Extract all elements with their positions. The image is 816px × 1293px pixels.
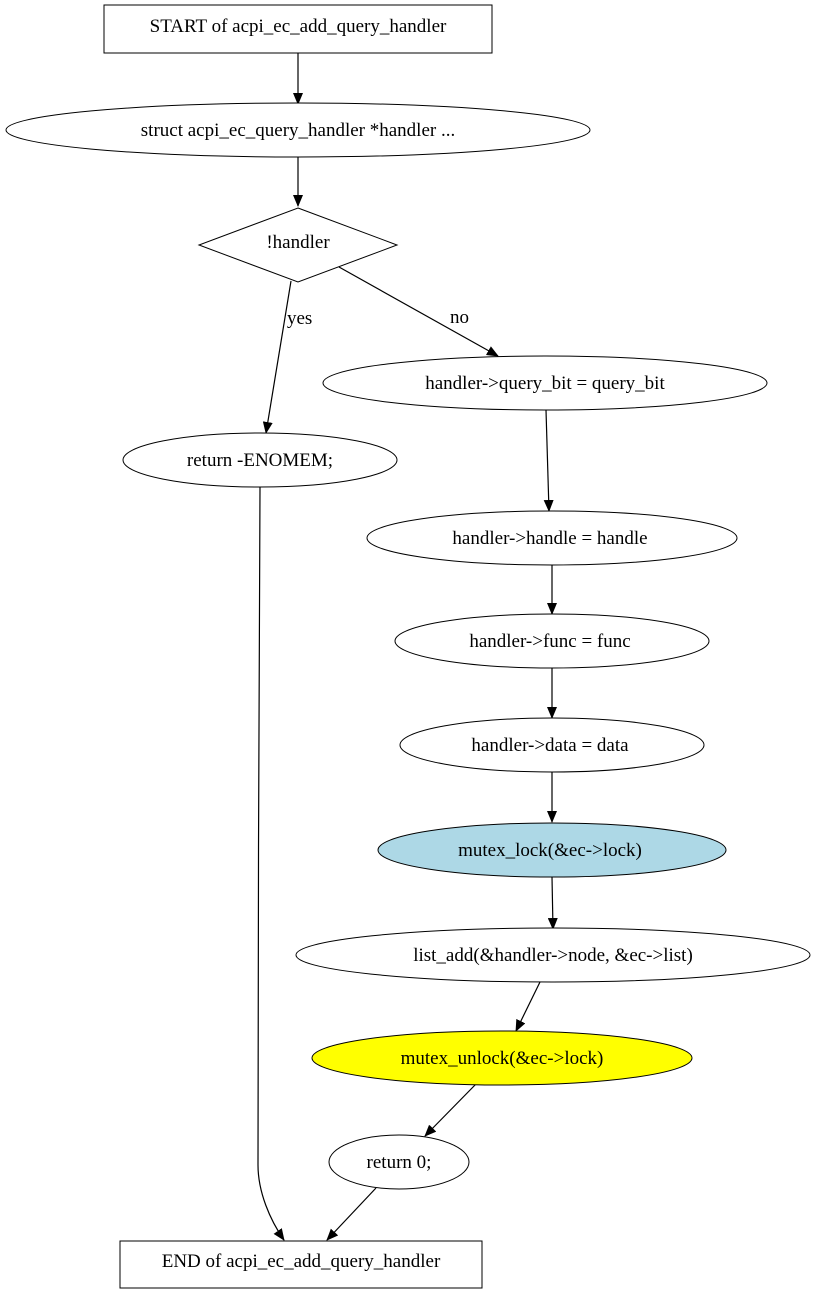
node-data-shape <box>399 717 705 773</box>
node-list-add-label: list_add(&handler->node, &ec->list) <box>413 945 693 966</box>
node-cond: !handler <box>197 207 399 283</box>
edges <box>257 53 558 1241</box>
edge-cond-no <box>338 266 499 357</box>
edge-enomem-to-end <box>257 486 285 1241</box>
node-cond-diamond <box>197 207 399 283</box>
node-mutex-lock-label: mutex_lock(&ec->lock) <box>458 840 642 861</box>
node-return-enomem-label: return -ENOMEM; <box>187 450 333 471</box>
edge-list-add-to-unlock <box>515 981 541 1032</box>
node-func: handler->func = func <box>394 613 710 669</box>
node-handle-label: handler->handle = handle <box>452 528 647 549</box>
node-return-enomem: return -ENOMEM; <box>122 432 398 488</box>
node-return-zero: return 0; <box>328 1134 470 1190</box>
node-func-shape <box>394 613 710 669</box>
node-handle-shape <box>366 510 738 566</box>
node-return-zero-shape <box>328 1134 470 1190</box>
edge-label-yes: yes <box>287 308 312 329</box>
node-mutex-lock: mutex_lock(&ec->lock) <box>377 822 727 878</box>
edge-label-no: no <box>450 307 469 328</box>
edge-lock-to-list-add <box>547 876 558 930</box>
node-mutex-lock-shape <box>377 822 727 878</box>
edge-return-zero-to-end <box>326 1187 377 1241</box>
node-end: END of acpi_ec_add_query_handler <box>119 1240 483 1289</box>
node-mutex-unlock-shape <box>311 1030 693 1086</box>
node-end-label: END of acpi_ec_add_query_handler <box>162 1251 441 1272</box>
node-start: START of acpi_ec_add_query_handler <box>103 4 493 54</box>
node-func-label: handler->func = func <box>469 631 630 652</box>
node-mutex-unlock: mutex_unlock(&ec->lock) <box>311 1030 693 1086</box>
node-return-enomem-shape <box>122 432 398 488</box>
node-return-zero-label: return 0; <box>367 1152 432 1173</box>
node-decl-shape <box>5 102 591 158</box>
edge-cond-yes <box>262 280 292 434</box>
node-start-box <box>103 4 493 54</box>
node-end-box <box>119 1240 483 1289</box>
node-query-bit: handler->query_bit = query_bit <box>322 355 768 411</box>
edge-unlock-to-return-zero <box>424 1083 477 1137</box>
node-decl-label: struct acpi_ec_query_handler *handler ..… <box>141 120 455 141</box>
node-query-bit-label: handler->query_bit = query_bit <box>425 373 665 394</box>
edge-query-bit-to-handle <box>543 409 554 512</box>
node-handle: handler->handle = handle <box>366 510 738 566</box>
node-data: handler->data = data <box>399 717 705 773</box>
node-decl: struct acpi_ec_query_handler *handler ..… <box>5 102 591 158</box>
node-start-label: START of acpi_ec_add_query_handler <box>150 16 447 37</box>
node-list-add-shape <box>295 927 811 983</box>
node-list-add: list_add(&handler->node, &ec->list) <box>295 927 811 983</box>
node-mutex-unlock-label: mutex_unlock(&ec->lock) <box>401 1048 604 1069</box>
node-data-label: handler->data = data <box>471 735 629 756</box>
node-cond-label: !handler <box>266 232 330 253</box>
node-query-bit-shape <box>322 355 768 411</box>
